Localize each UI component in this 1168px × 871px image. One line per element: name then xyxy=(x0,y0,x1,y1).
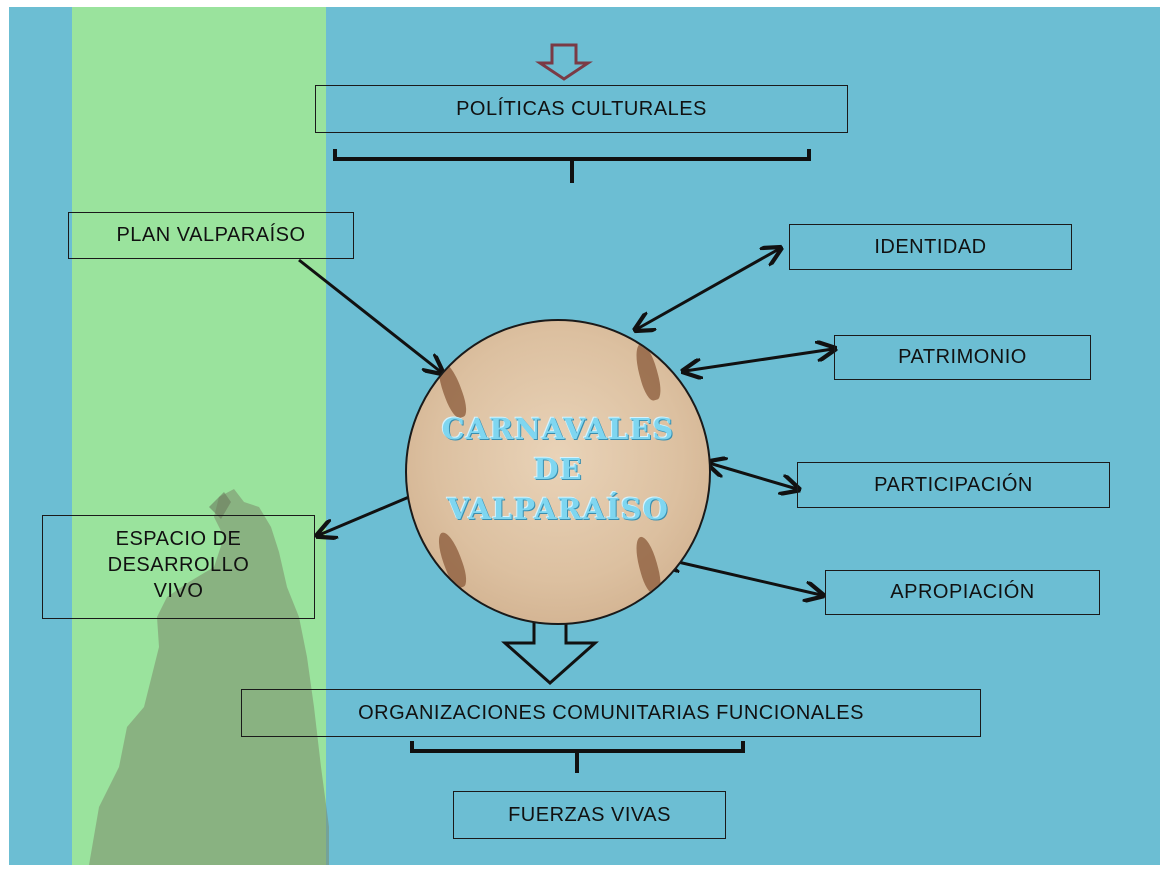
title-line-3: VALPARAÍSO xyxy=(447,492,669,526)
espacio-desarrollo-box: ESPACIO DE DESARROLLO VIVO xyxy=(42,515,315,619)
participacion-box: PARTICIPACIÓN xyxy=(797,462,1110,508)
fish-decoration xyxy=(631,534,665,596)
arrow-patrimonio xyxy=(685,349,833,371)
bottom-brace xyxy=(410,741,745,773)
statue-image xyxy=(89,489,329,865)
arrow-identidad xyxy=(637,249,779,329)
top-down-arrow xyxy=(535,43,593,81)
connector-layer xyxy=(298,43,1160,773)
organizaciones-box: ORGANIZACIONES COMUNITARIAS FUNCIONALES xyxy=(241,689,981,737)
carnavales-title: CARNAVALES DE VALPARAÍSO xyxy=(407,409,709,529)
apropiacion-box: APROPIACIÓN xyxy=(825,570,1100,615)
title-line-2: DE xyxy=(533,452,583,486)
plan-valparaiso-box: PLAN VALPARAÍSO xyxy=(68,212,354,259)
politicas-culturales-box: POLÍTICAS CULTURALES xyxy=(315,85,848,133)
arrow-apropiacion xyxy=(665,559,821,595)
espacio-line-3: VIVO xyxy=(153,580,204,602)
carnavales-circle: CARNAVALES DE VALPARAÍSO xyxy=(405,319,711,625)
espacio-line-1: ESPACIO DE xyxy=(115,528,242,550)
arrow-plan xyxy=(298,258,441,372)
arrow-espacio xyxy=(319,495,410,535)
fuerzas-vivas-box: FUERZAS VIVAS xyxy=(453,791,726,839)
slide-canvas: POLÍTICAS CULTURALES PLAN VALPARAÍSO IDE… xyxy=(9,7,1160,865)
patrimonio-box: PATRIMONIO xyxy=(834,335,1091,380)
title-line-1: CARNAVALES xyxy=(441,412,675,446)
arrow-participacion xyxy=(709,463,797,489)
espacio-line-2: DESARROLLO xyxy=(107,554,250,576)
top-brace xyxy=(333,149,811,183)
identidad-box: IDENTIDAD xyxy=(789,224,1072,270)
